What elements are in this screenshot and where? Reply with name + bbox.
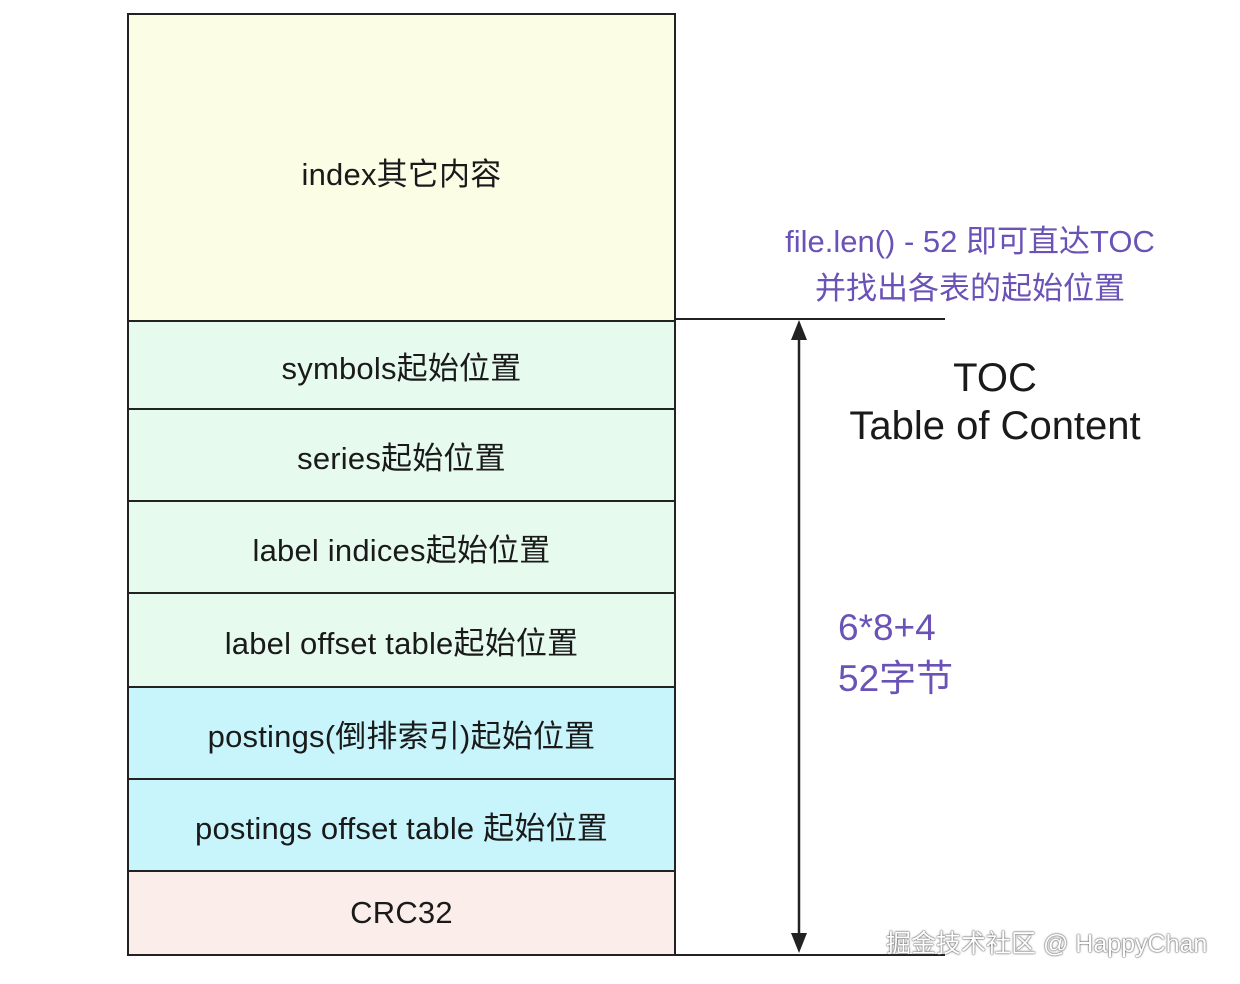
seek-note-line2: 并找出各表的起始位置 [815,271,1125,306]
toc-title: TOC Table of Content [830,354,1160,450]
toc-full-name: Table of Content [849,404,1141,448]
toc-size-bytes: 52字节 [838,658,954,699]
postings-offset-table-offset-label: postings offset table 起始位置 [195,810,608,846]
label-offset-table-offset-block: label offset table起始位置 [129,592,674,686]
series-offset-block: series起始位置 [129,408,674,500]
index-file-layout: index其它内容 symbols起始位置 series起始位置 label i… [127,13,676,956]
seek-note-line1: file.len() - 52 即可直达TOC [785,224,1155,259]
postings-offset-label: postings(倒排索引)起始位置 [207,718,596,754]
seek-to-toc-note: file.len() - 52 即可直达TOC 并找出各表的起始位置 [760,218,1180,312]
crc32-label: CRC32 [350,895,453,930]
postings-offset-block: postings(倒排索引)起始位置 [129,686,674,778]
label-offset-table-offset-label: label offset table起始位置 [224,625,579,661]
watermark: 掘金技术社区 @ HappyChan [886,930,1208,958]
postings-offset-table-offset-block: postings offset table 起始位置 [129,778,674,870]
label-indices-offset-block: label indices起始位置 [129,500,674,592]
symbols-offset-block: symbols起始位置 [129,320,674,408]
label-indices-offset-label: label indices起始位置 [252,532,551,568]
toc-abbrev: TOC [953,356,1037,400]
index-other-content-label: index其它内容 [301,157,502,192]
toc-size-note: 6*8+4 52字节 [838,602,953,704]
arrow-down-icon [791,933,807,953]
toc-size-formula: 6*8+4 [838,607,936,648]
arrow-up-icon [791,320,807,340]
series-offset-label: series起始位置 [297,440,506,476]
crc32-block: CRC32 [129,870,674,954]
index-other-content-block: index其它内容 [129,15,674,320]
symbols-offset-label: symbols起始位置 [281,350,522,386]
